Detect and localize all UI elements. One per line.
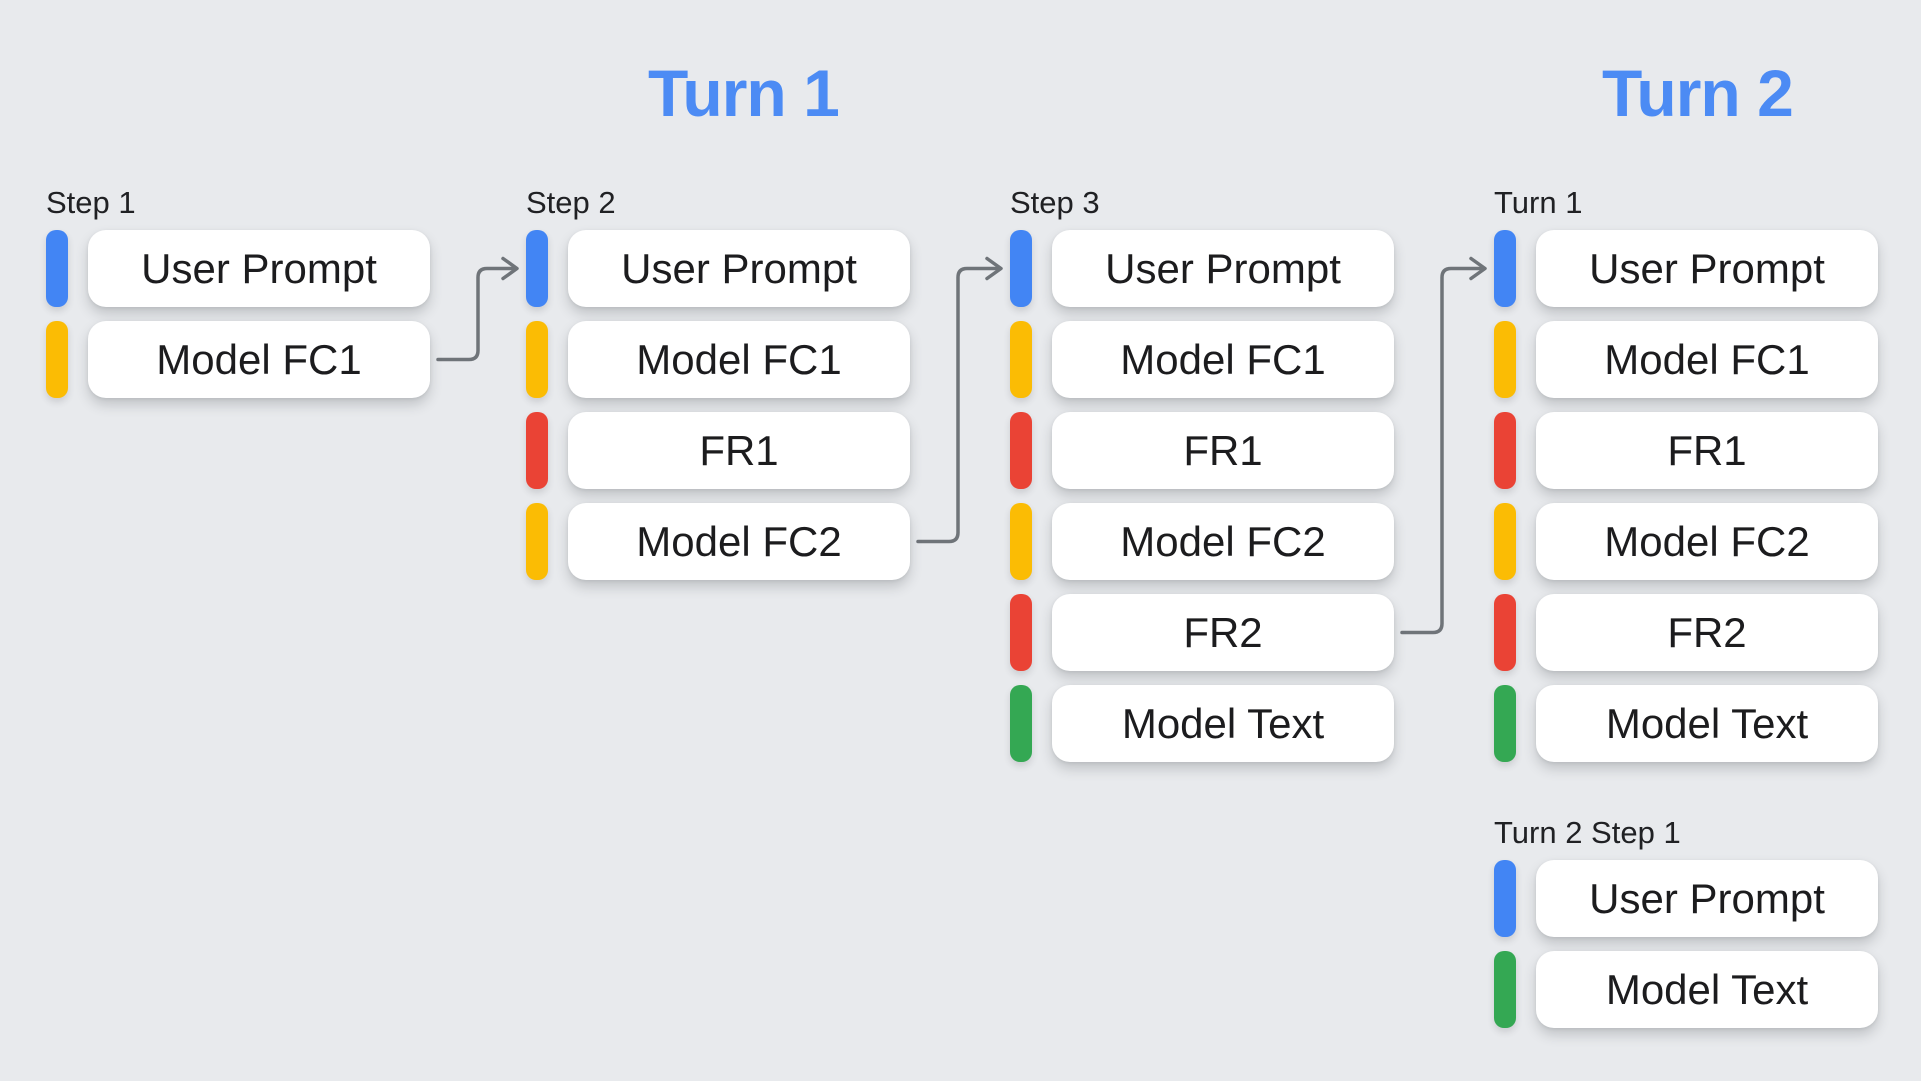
user-prompt-blue-bar xyxy=(46,230,68,307)
user-prompt-box: User Prompt xyxy=(1536,230,1878,307)
row-model-fc2: Model FC2 xyxy=(1494,503,1878,580)
model-fc1-box: Model FC1 xyxy=(88,321,430,398)
model-fc2-yellow-bar xyxy=(526,503,548,580)
model-fc1-yellow-bar xyxy=(526,321,548,398)
row-user-prompt: User Prompt xyxy=(1494,860,1878,937)
model-fc1-box: Model FC1 xyxy=(568,321,910,398)
fr1-box: FR1 xyxy=(568,412,910,489)
fr1-box: FR1 xyxy=(1052,412,1394,489)
model-text-box: Model Text xyxy=(1536,951,1878,1028)
row-model-text: Model Text xyxy=(1010,685,1394,762)
row-fr2: FR2 xyxy=(1494,594,1878,671)
row-fr2: FR2 xyxy=(1010,594,1394,671)
row-user-prompt: User Prompt xyxy=(46,230,430,307)
model-fc2-box: Model FC2 xyxy=(1052,503,1394,580)
row-model-text: Model Text xyxy=(1494,951,1878,1028)
arrow-line-3 xyxy=(1400,266,1483,635)
model-fc2-yellow-bar xyxy=(1494,503,1516,580)
row-model-fc2: Model FC2 xyxy=(1010,503,1394,580)
fr2-red-bar xyxy=(1010,594,1032,671)
model-text-green-bar xyxy=(1494,685,1516,762)
column-label-step-2: Step 2 xyxy=(526,185,616,220)
row-fr1: FR1 xyxy=(1494,412,1878,489)
row-user-prompt: User Prompt xyxy=(1494,230,1878,307)
fr2-box: FR2 xyxy=(1052,594,1394,671)
user-prompt-box: User Prompt xyxy=(1536,860,1878,937)
turn-1-heading: Turn 1 xyxy=(648,56,840,130)
row-fr1: FR1 xyxy=(526,412,910,489)
model-fc1-yellow-bar xyxy=(1494,321,1516,398)
model-fc1-box: Model FC1 xyxy=(1536,321,1878,398)
user-prompt-blue-bar xyxy=(526,230,548,307)
turn-2-heading: Turn 2 xyxy=(1602,56,1794,130)
fr1-red-bar xyxy=(1494,412,1516,489)
model-fc2-box: Model FC2 xyxy=(1536,503,1878,580)
row-model-text: Model Text xyxy=(1494,685,1878,762)
user-prompt-blue-bar xyxy=(1494,230,1516,307)
arrow-head-2 xyxy=(985,256,1003,281)
model-text-green-bar xyxy=(1010,685,1032,762)
fr1-red-bar xyxy=(1010,412,1032,489)
fr2-box: FR2 xyxy=(1536,594,1878,671)
model-fc1-box: Model FC1 xyxy=(1052,321,1394,398)
column-label-turn-2-step-1: Turn 2 Step 1 xyxy=(1494,815,1681,850)
row-model-fc1: Model FC1 xyxy=(1010,321,1394,398)
user-prompt-box: User Prompt xyxy=(88,230,430,307)
fr1-red-bar xyxy=(526,412,548,489)
arrow-line-1 xyxy=(436,266,515,362)
model-text-box: Model Text xyxy=(1536,685,1878,762)
model-fc1-yellow-bar xyxy=(1010,321,1032,398)
fr1-box: FR1 xyxy=(1536,412,1878,489)
user-prompt-box: User Prompt xyxy=(1052,230,1394,307)
row-model-fc2: Model FC2 xyxy=(526,503,910,580)
model-fc2-box: Model FC2 xyxy=(568,503,910,580)
row-model-fc1: Model FC1 xyxy=(1494,321,1878,398)
row-fr1: FR1 xyxy=(1010,412,1394,489)
column-label-step-1: Step 1 xyxy=(46,185,136,220)
arrow-line-2 xyxy=(916,266,999,544)
row-model-fc1: Model FC1 xyxy=(46,321,430,398)
fr2-red-bar xyxy=(1494,594,1516,671)
user-prompt-blue-bar xyxy=(1494,860,1516,937)
model-fc1-yellow-bar xyxy=(46,321,68,398)
model-text-box: Model Text xyxy=(1052,685,1394,762)
arrow-head-3 xyxy=(1469,256,1487,281)
arrow-head-1 xyxy=(501,256,519,281)
row-user-prompt: User Prompt xyxy=(526,230,910,307)
column-label-turn-1: Turn 1 xyxy=(1494,185,1583,220)
user-prompt-blue-bar xyxy=(1010,230,1032,307)
row-model-fc1: Model FC1 xyxy=(526,321,910,398)
column-label-step-3: Step 3 xyxy=(1010,185,1100,220)
model-fc2-yellow-bar xyxy=(1010,503,1032,580)
user-prompt-box: User Prompt xyxy=(568,230,910,307)
row-user-prompt: User Prompt xyxy=(1010,230,1394,307)
model-text-green-bar xyxy=(1494,951,1516,1028)
